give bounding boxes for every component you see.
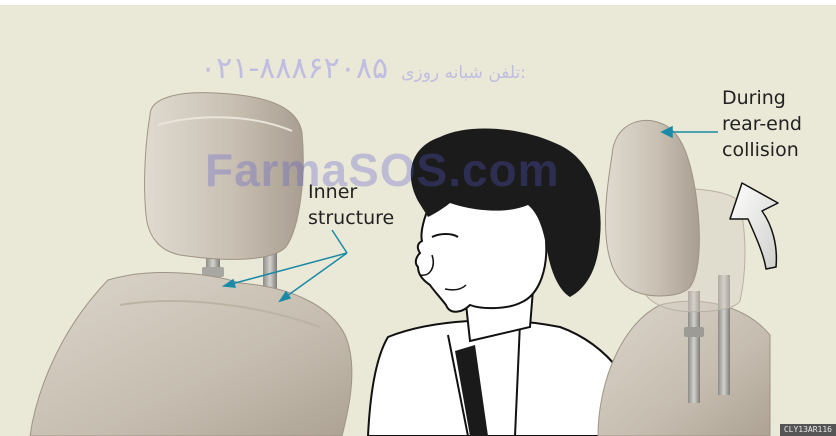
watermark-phone-number: ۰۲۱-۸۸۸۶۲۰۸۵ xyxy=(200,51,389,86)
left-seatback xyxy=(29,272,353,436)
headrest-illustration xyxy=(29,92,779,436)
inner-structure-callout xyxy=(221,229,348,303)
watermark-phone-label: تلفن شبانه روزی: xyxy=(401,63,526,83)
rear-end-callout xyxy=(660,125,718,139)
label-inner-structure: Inner structure xyxy=(308,181,395,229)
watermark-phone: ۰۲۱-۸۸۸۶۲۰۸۵ تلفن شبانه روزی: xyxy=(200,51,526,86)
right-headrest-tilted xyxy=(604,119,700,297)
occupant-figure xyxy=(366,128,652,436)
figure-code: CLY13AR116 xyxy=(779,424,836,436)
forward-motion-arrow-icon xyxy=(729,182,779,270)
watermark-site: FarmaSOS.com xyxy=(205,144,560,196)
right-seat xyxy=(597,275,771,436)
left-headrest xyxy=(144,92,304,260)
label-rear-end-collision: During rear-end collision xyxy=(722,87,802,161)
